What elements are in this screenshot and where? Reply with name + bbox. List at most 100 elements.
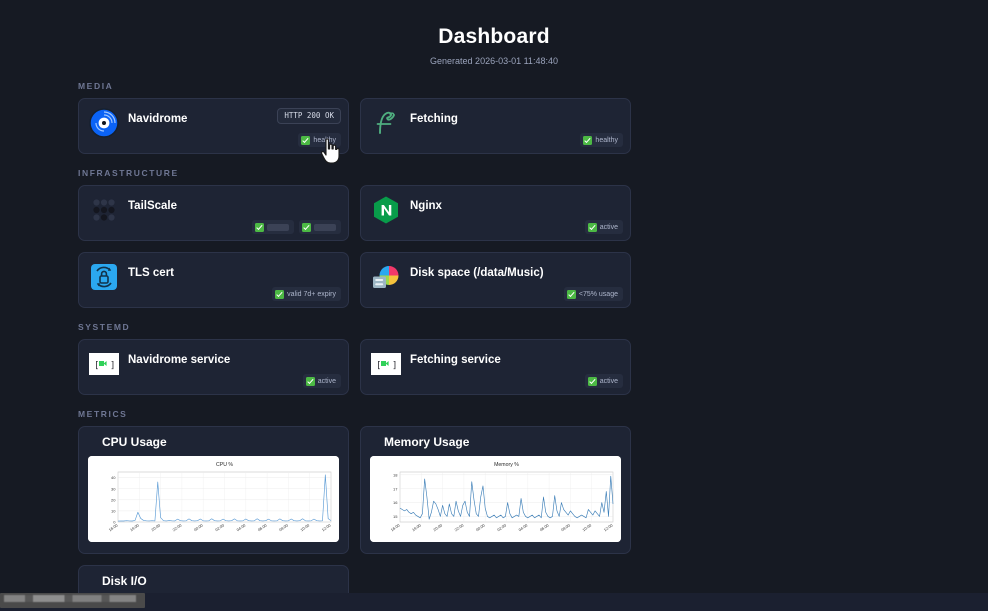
section-label-metrics: METRICS [78, 409, 128, 419]
service-name: Nginx [410, 200, 442, 212]
page-header: Dashboard Generated 2026-03-01 11:48:40 [0, 0, 988, 67]
svg-text:12:00: 12:00 [603, 522, 615, 532]
badge-group: active [302, 374, 341, 388]
disk-pie-icon [371, 262, 401, 292]
svg-text:18:00: 18:00 [129, 522, 141, 532]
svg-text:10: 10 [111, 508, 116, 513]
badge-group: active [584, 374, 623, 388]
generated-timestamp: Generated 2026-03-01 11:48:40 [430, 56, 558, 66]
check-icon [566, 289, 576, 299]
status-badge[interactable]: active [302, 374, 341, 388]
fetching-script-f-icon [371, 108, 401, 138]
status-card[interactable]: TLS cert valid 7d+ expiry [78, 252, 349, 308]
status-card[interactable]: TailScale [78, 185, 349, 241]
status-badge-label: active [599, 223, 618, 231]
section-systemd: SYSTEMD [ ] Navidrome service active [ ] … [0, 322, 988, 395]
svg-text:[: [ [376, 361, 381, 371]
status-badge[interactable]: healthy [298, 133, 341, 147]
sections-container: MEDIA Navidrome HTTP 200 OK healthy Fetchi… [0, 81, 988, 395]
svg-text:02:00: 02:00 [214, 522, 226, 532]
service-name: TLS cert [128, 267, 175, 279]
svg-text:00:00: 00:00 [475, 522, 487, 532]
svg-text:]: ] [392, 361, 397, 371]
status-card[interactable]: Disk space (/data/Music) <75% usage [360, 252, 631, 308]
status-badge-label: valid 7d+ expiry [287, 290, 336, 298]
badge-group: active [584, 220, 623, 234]
status-badge[interactable]: healthy [580, 133, 623, 147]
status-card[interactable]: Nginx active [360, 185, 631, 241]
svg-text:02:00: 02:00 [496, 522, 508, 532]
card-row: TailScale Nginx active TLS cert valid 7d+ … [78, 185, 910, 308]
service-name: Navidrome service [128, 354, 231, 366]
svg-text:20: 20 [111, 497, 116, 502]
svg-text:10:00: 10:00 [299, 522, 311, 532]
status-card[interactable]: Navidrome HTTP 200 OK healthy [78, 98, 349, 154]
status-badge[interactable]: valid 7d+ expiry [272, 287, 341, 301]
taskbar-window-label [4, 595, 136, 602]
status-badge[interactable]: active [584, 374, 623, 388]
status-badge-label: active [317, 377, 336, 385]
metric-card-title: Memory Usage [384, 435, 470, 449]
svg-text:10:00: 10:00 [581, 522, 593, 532]
svg-text:0: 0 [113, 520, 116, 525]
svg-text:20:00: 20:00 [150, 522, 162, 532]
status-badge-label [267, 223, 289, 231]
service-name: TailScale [128, 200, 178, 212]
check-icon [587, 376, 597, 386]
section-label-media: MEDIA [78, 81, 114, 91]
svg-text:CPU %: CPU % [216, 462, 233, 468]
taskbar-window-button[interactable] [0, 593, 145, 608]
status-badge[interactable]: active [584, 220, 623, 234]
svg-text:]: ] [110, 361, 115, 371]
badge-group: valid 7d+ expiry [272, 287, 341, 301]
status-card[interactable]: [ ] Fetching service active [360, 339, 631, 395]
status-badge-label [314, 223, 336, 231]
metric-card-title: Disk I/O [102, 574, 147, 588]
svg-text:08:00: 08:00 [560, 522, 572, 532]
status-card[interactable]: Fetching healthy [360, 98, 631, 154]
check-icon [302, 222, 311, 232]
check-icon [275, 289, 285, 299]
systemd-icon: [ ] [89, 349, 119, 379]
status-card[interactable]: [ ] Navidrome service active [78, 339, 349, 395]
svg-text:22:00: 22:00 [454, 522, 466, 532]
svg-text:15: 15 [393, 514, 398, 519]
service-name: Fetching [410, 113, 458, 125]
section-label-infrastructure: INFRASTRUCTURE [78, 168, 179, 178]
section-label-systemd: SYSTEMD [78, 322, 131, 332]
svg-text:06:00: 06:00 [257, 522, 269, 532]
section-infrastructure: INFRASTRUCTURE TailScale Nginx active TLS … [0, 168, 988, 308]
mouse-cursor [320, 138, 342, 164]
status-badge[interactable] [299, 220, 341, 234]
status-tooltip: HTTP 200 OK [277, 108, 341, 124]
status-badge-label: healthy [313, 136, 336, 144]
svg-text:40: 40 [111, 475, 116, 480]
badge-group: healthy [580, 133, 623, 147]
systemd-icon: [ ] [371, 349, 401, 379]
svg-text:16: 16 [393, 500, 398, 505]
metric-card-title: CPU Usage [102, 435, 167, 449]
service-name: Fetching service [410, 354, 501, 366]
status-badge[interactable] [252, 220, 294, 234]
tailscale-dots-icon [89, 195, 119, 225]
badge-group: healthy [298, 133, 341, 147]
page-title: Dashboard [438, 25, 550, 48]
taskbar[interactable] [0, 593, 988, 611]
svg-text:17: 17 [393, 486, 398, 491]
check-icon [587, 222, 597, 232]
check-icon [255, 222, 264, 232]
section-media: MEDIA Navidrome HTTP 200 OK healthy Fetchi… [0, 81, 988, 154]
service-name: Navidrome [128, 113, 188, 125]
service-name: Disk space (/data/Music) [410, 267, 544, 279]
status-badge[interactable]: <75% usage [563, 287, 623, 301]
svg-text:18:00: 18:00 [411, 522, 423, 532]
status-badge-label: active [599, 377, 618, 385]
check-icon [301, 135, 311, 145]
status-badge-label: <75% usage [578, 290, 618, 298]
